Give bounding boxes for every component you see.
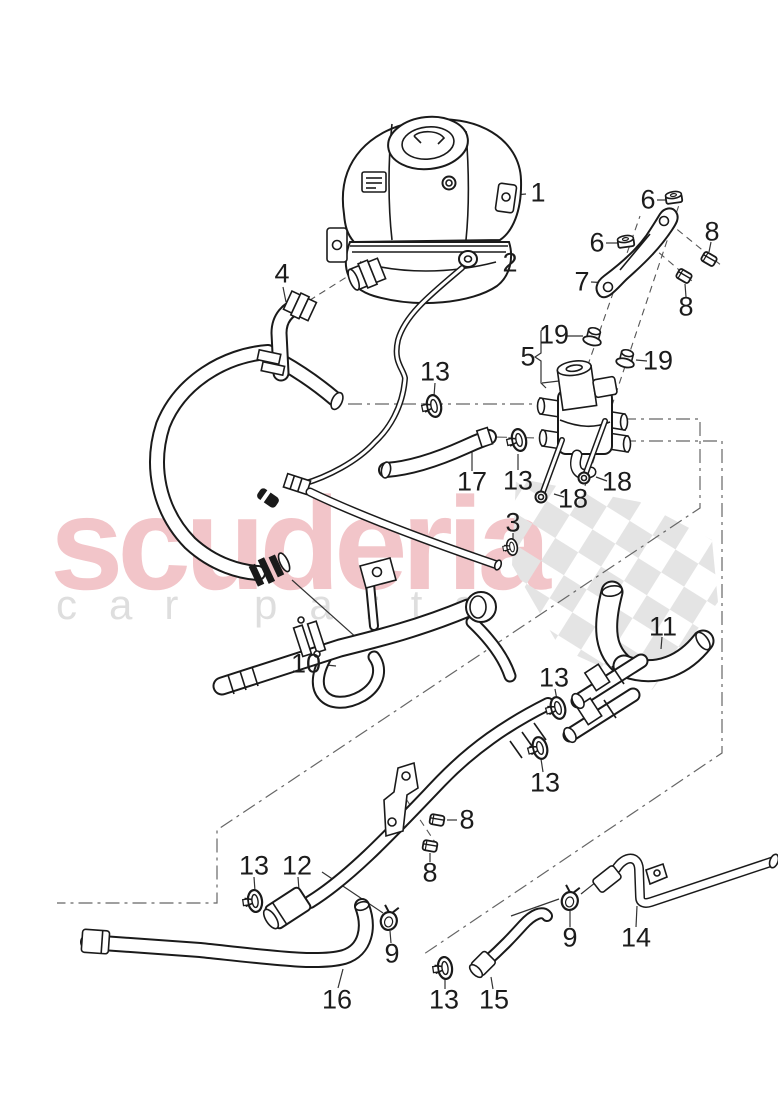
twin-hose-11 — [561, 584, 712, 744]
coolant-valve — [536, 360, 632, 480]
clamp-9-a — [377, 903, 401, 933]
callout-12: 12 — [281, 850, 313, 881]
callout-8-c: 8 — [459, 804, 475, 835]
callout-13-c: 13 — [538, 662, 570, 693]
callout-14: 14 — [620, 922, 652, 953]
callout-18-a: 18 — [601, 466, 633, 497]
callout-9-b: 9 — [562, 922, 578, 953]
callout-17: 17 — [456, 466, 488, 497]
callout-8-d: 8 — [422, 857, 438, 888]
callout-19-a: 19 — [538, 319, 570, 350]
expansion-tank — [326, 115, 523, 304]
callout-15: 15 — [478, 984, 510, 1015]
callout-5: 5 — [520, 341, 536, 372]
callout-13-b: 13 — [502, 465, 534, 496]
clip-nut-8-d — [421, 838, 439, 854]
callout-19-b: 19 — [642, 345, 674, 376]
elbow-connector-and-hoses — [157, 290, 344, 587]
hose-17 — [380, 426, 492, 479]
callout-7: 7 — [574, 266, 590, 297]
pipe-assembly-10 — [222, 557, 510, 702]
clamp-13-b — [503, 426, 530, 455]
callout-13-e: 13 — [238, 850, 270, 881]
callout-2: 2 — [502, 247, 518, 278]
callout-10: 10 — [290, 648, 322, 679]
callout-18-b: 18 — [557, 483, 589, 514]
clamp-13-a — [418, 392, 445, 421]
clamp-13-f — [430, 955, 455, 982]
hose-16 — [81, 900, 370, 960]
callout-6-a: 6 — [640, 184, 656, 215]
mounting-bracket — [595, 189, 719, 299]
callout-1: 1 — [530, 177, 546, 208]
callout-13-a: 13 — [419, 356, 451, 387]
callout-9-a: 9 — [384, 938, 400, 969]
callout-3: 3 — [505, 507, 521, 538]
clamp-9-b — [558, 883, 582, 913]
vent-pipe-and-grommet — [257, 250, 503, 571]
clamp-13-e — [240, 888, 265, 915]
callout-8-a: 8 — [704, 216, 720, 247]
callout-6-b: 6 — [589, 227, 605, 258]
pipe-14 — [592, 853, 778, 903]
boundary-dashdot-lines — [57, 403, 723, 955]
pipe-12 — [262, 704, 548, 930]
grommet-19-b — [614, 346, 638, 371]
hose-15 — [468, 913, 547, 979]
valve-bolts — [534, 418, 608, 504]
callout-13-f: 13 — [428, 984, 460, 1015]
callout-4: 4 — [274, 258, 290, 289]
watermark-tagline-text: car parts — [56, 581, 508, 628]
callout-8-b: 8 — [678, 291, 694, 322]
clip-nut-8-c — [428, 812, 446, 828]
callout-16: 16 — [321, 984, 353, 1015]
callout-13-d: 13 — [529, 767, 561, 798]
callout-11: 11 — [648, 611, 678, 642]
